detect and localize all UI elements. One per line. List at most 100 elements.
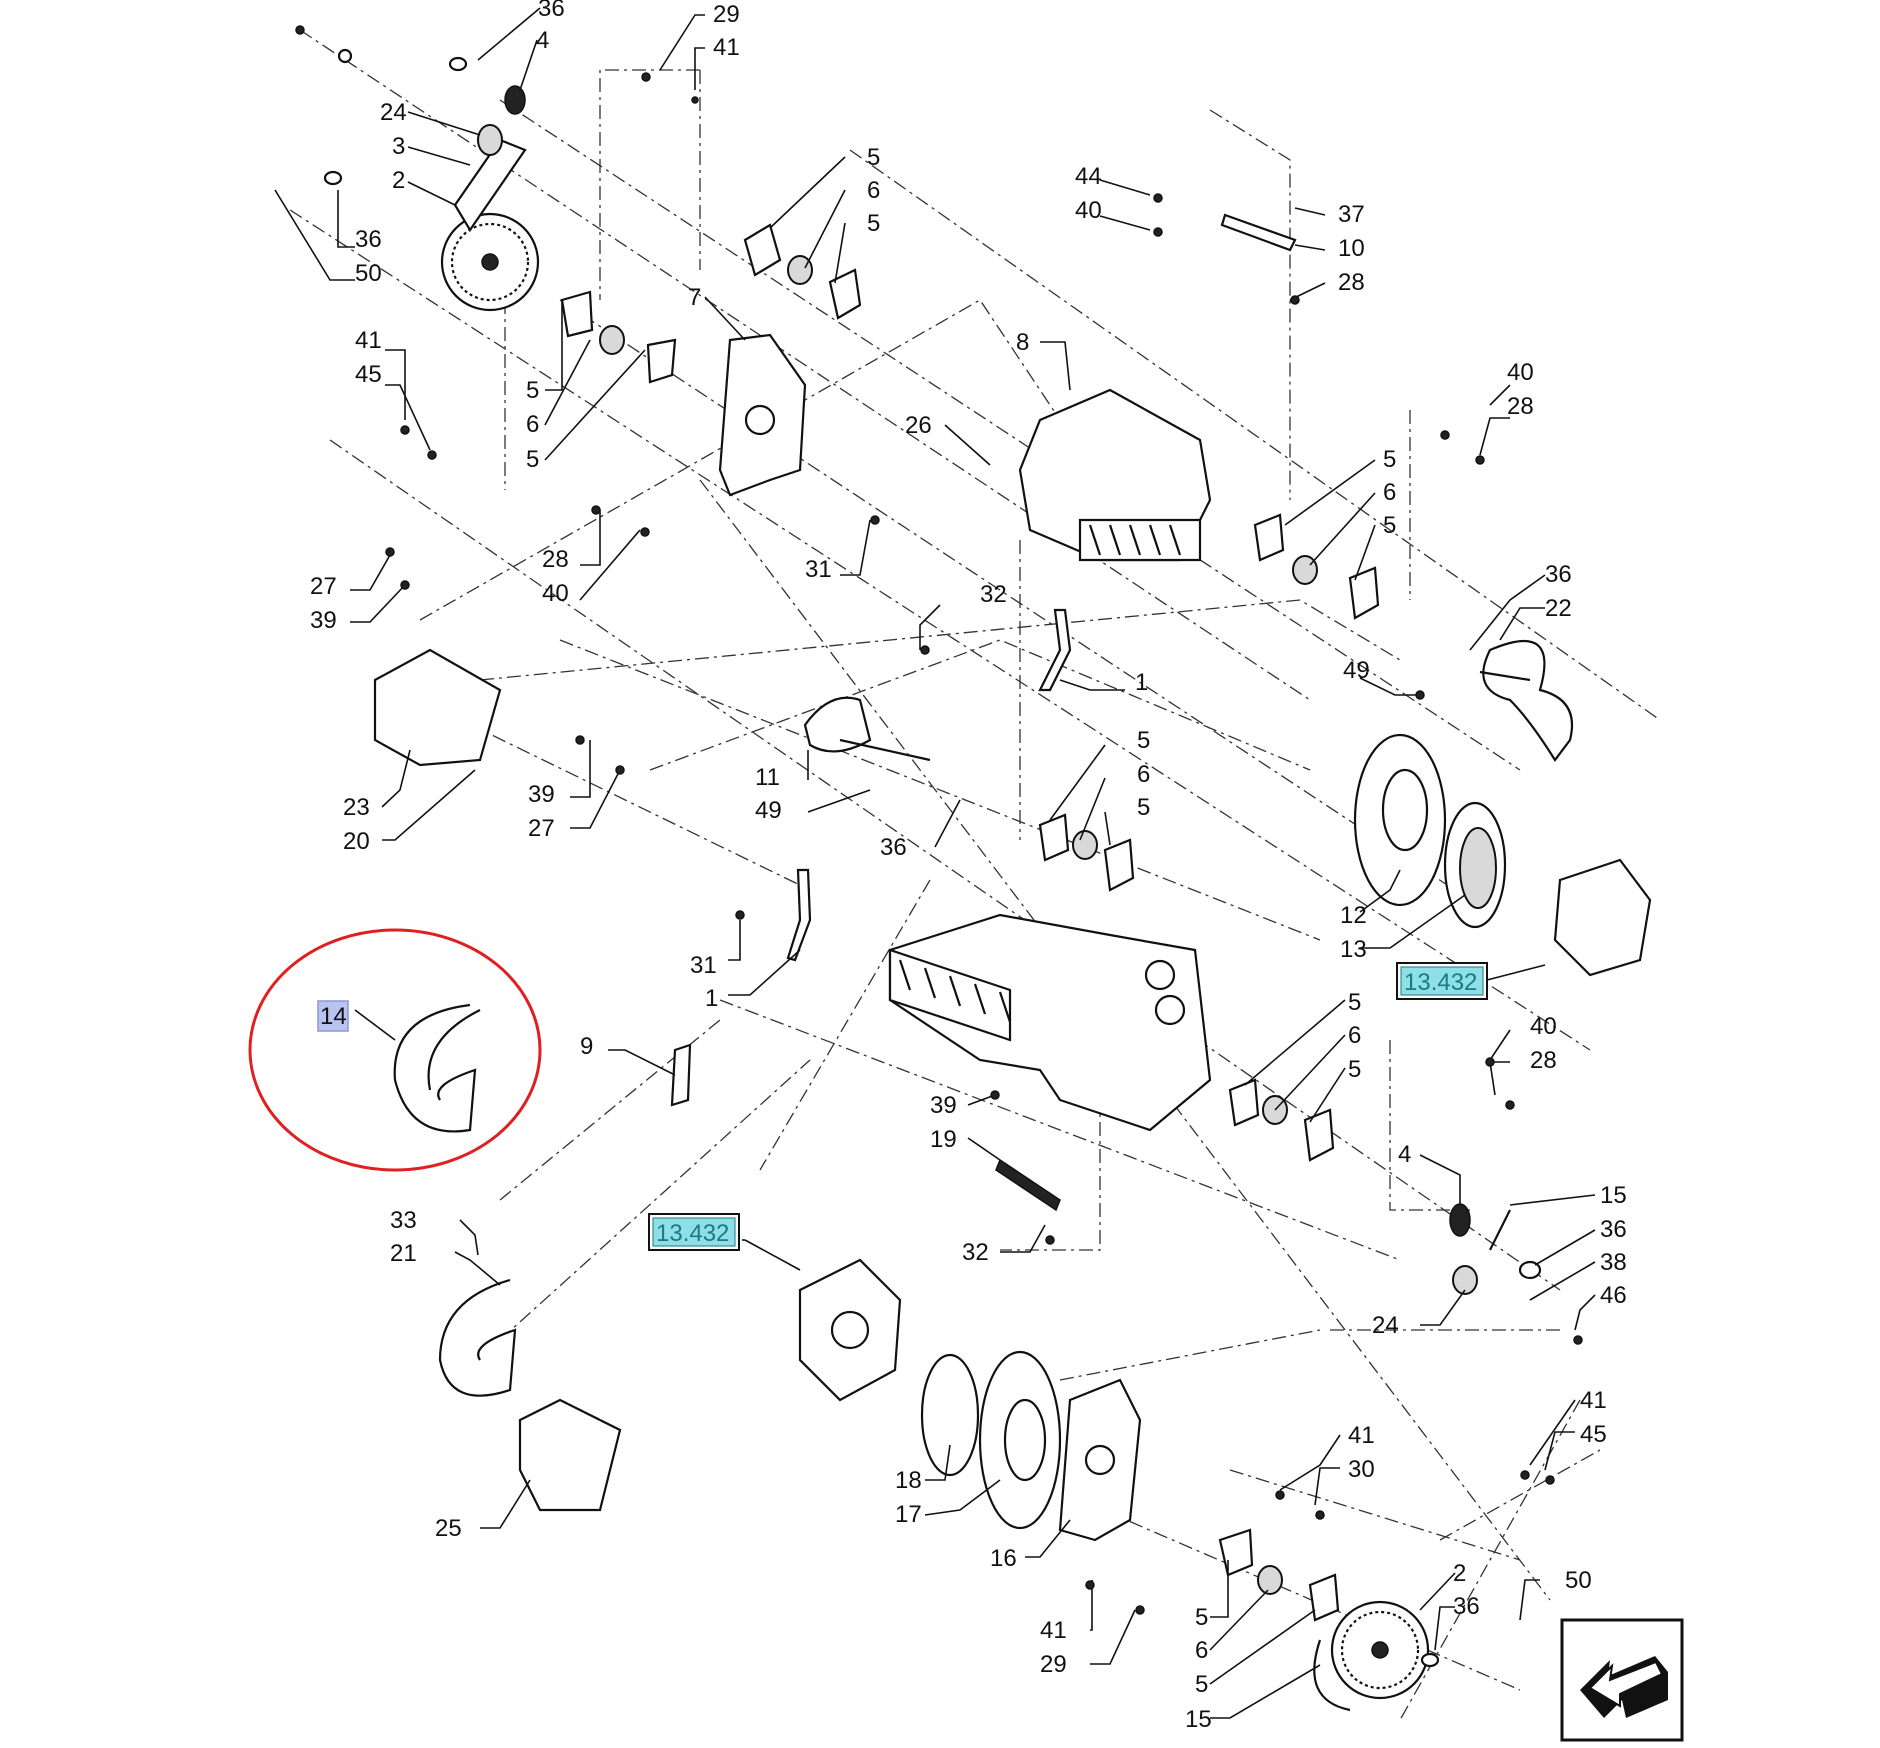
label-12: 12 (1340, 902, 1367, 929)
label-24: 24 (1372, 1312, 1399, 1339)
label-50: 50 (1565, 1567, 1592, 1594)
label-45: 45 (355, 361, 382, 388)
label-26: 26 (905, 412, 932, 439)
label-40: 40 (542, 580, 569, 607)
fasteners (295, 25, 1583, 1615)
label-40: 40 (1507, 359, 1534, 386)
label-50: 50 (355, 260, 382, 287)
label-46: 46 (1600, 1282, 1627, 1309)
label-28: 28 (1507, 393, 1534, 420)
flange-18 (920, 1353, 980, 1477)
label-36: 36 (538, 0, 565, 22)
belt-14-highlight[interactable] (248, 928, 542, 1172)
label-29: 29 (713, 1, 740, 28)
belt-21 (438, 1278, 517, 1397)
label-33: 33 (390, 1207, 417, 1234)
label-5: 5 (1383, 512, 1396, 539)
chain-3-top (453, 138, 527, 233)
label-16: 16 (990, 1545, 1017, 1572)
label-31: 31 (690, 952, 717, 979)
label-39: 39 (528, 781, 555, 808)
label-21: 21 (390, 1240, 417, 1267)
arm-10 (1220, 213, 1297, 252)
label-28: 28 (1338, 269, 1365, 296)
leader-lines (274, 7, 1596, 1719)
label-15: 15 (1185, 1706, 1212, 1733)
bracket-9 (670, 1043, 692, 1107)
label-28: 28 (542, 546, 569, 573)
label-40: 40 (1075, 197, 1102, 224)
shroud-25 (518, 1398, 622, 1512)
label-23: 23 (343, 794, 370, 821)
label-1: 1 (1135, 669, 1148, 696)
label-29: 29 (1040, 1651, 1067, 1678)
label-5: 5 (1137, 794, 1150, 821)
label-32: 32 (980, 581, 1007, 608)
orientation-arrow-icon (1560, 1618, 1684, 1742)
label-40: 40 (1530, 1013, 1557, 1040)
label-41: 41 (1040, 1617, 1067, 1644)
label-36: 36 (1545, 561, 1572, 588)
label-36: 36 (355, 226, 382, 253)
auger-11 (803, 696, 872, 753)
label-5: 5 (1383, 446, 1396, 473)
label-6: 6 (1383, 479, 1396, 506)
housing-lower (888, 913, 1212, 1132)
label-9: 9 (580, 1033, 593, 1060)
label-7: 7 (688, 284, 701, 311)
label-30: 30 (1348, 1456, 1375, 1483)
auger-22 (1482, 639, 1574, 762)
label-41: 41 (1348, 1422, 1375, 1449)
gearbox-right (1553, 858, 1652, 977)
bracket-1-top (1038, 608, 1072, 692)
label-5: 5 (1137, 727, 1150, 754)
label-5: 5 (1195, 1604, 1208, 1631)
label-6: 6 (526, 411, 539, 438)
label-4: 4 (536, 27, 549, 54)
label-2: 2 (392, 167, 405, 194)
label-5: 5 (1195, 1671, 1208, 1698)
label-18: 18 (895, 1467, 922, 1494)
label-32: 32 (962, 1239, 989, 1266)
label-5: 5 (1348, 1056, 1361, 1083)
label-5: 5 (867, 210, 880, 237)
label-6: 6 (1137, 761, 1150, 788)
idler-24-top (477, 124, 503, 156)
label-39: 39 (930, 1092, 957, 1119)
label-49: 49 (1343, 657, 1370, 684)
label-6: 6 (1348, 1022, 1361, 1049)
reference-link-left[interactable]: 13.432 (648, 1213, 740, 1251)
label-41: 41 (713, 34, 740, 61)
label-4: 4 (1398, 1141, 1411, 1168)
callout-14-box (317, 1000, 349, 1032)
label-11: 11 (755, 764, 780, 791)
label-22: 22 (1545, 595, 1572, 622)
label-5: 5 (526, 446, 539, 473)
ref-13-432-left: 13.432 (656, 1220, 729, 1247)
label-41: 41 (355, 327, 382, 354)
label-17: 17 (895, 1501, 922, 1528)
highlight-ring (248, 928, 542, 1172)
label-49: 49 (755, 797, 782, 824)
label-1: 1 (705, 985, 718, 1012)
callout-labels: 36 4 29 41 24 3 2 36 50 5 6 5 44 40 37 1… (310, 0, 1627, 1733)
shroud-23 (373, 648, 502, 767)
label-13: 13 (1340, 936, 1367, 963)
label-15: 15 (1600, 1182, 1627, 1209)
label-10: 10 (1338, 235, 1365, 262)
label-45: 45 (1580, 1421, 1607, 1448)
label-38: 38 (1600, 1249, 1627, 1276)
label-19: 19 (930, 1126, 957, 1153)
label-5: 5 (526, 377, 539, 404)
label-3: 3 (392, 133, 405, 160)
label-36: 36 (1600, 1216, 1627, 1243)
label-14: 14 (320, 1003, 347, 1030)
label-5: 5 (1348, 989, 1361, 1016)
reference-link-right[interactable]: 13.432 (1396, 962, 1488, 1000)
label-31: 31 (805, 556, 832, 583)
label-20: 20 (343, 828, 370, 855)
parts (323, 48, 1652, 1712)
ref-13-432-right: 13.432 (1404, 969, 1477, 996)
label-44: 44 (1075, 163, 1102, 190)
